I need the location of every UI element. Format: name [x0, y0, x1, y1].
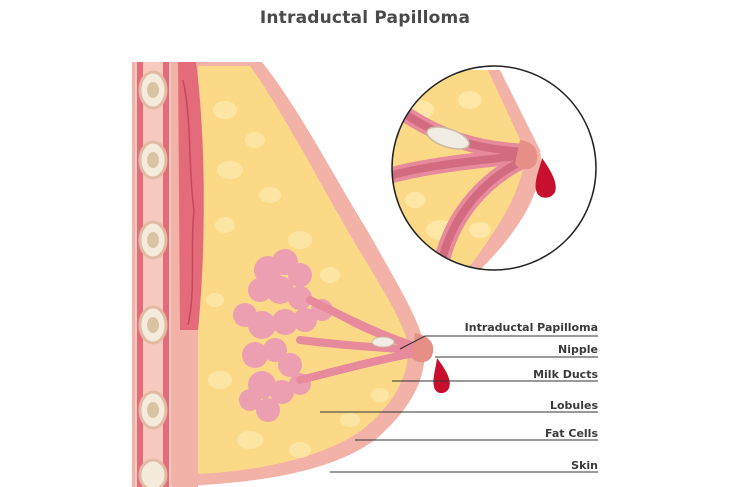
label-lobules: Lobules: [549, 399, 598, 412]
ribs: [138, 70, 168, 487]
milk-ducts: [296, 296, 424, 384]
zoom-inset: [392, 66, 596, 270]
lobules: [233, 249, 333, 422]
diagram-title: Intraductal Papilloma: [259, 8, 471, 28]
leader-lines: [320, 335, 598, 473]
fat-cells-pattern: [206, 101, 389, 458]
label-nipple: Nipple: [558, 343, 598, 356]
zoom-inset-border: [391, 65, 597, 271]
label-milk-ducts: Milk Ducts: [533, 368, 598, 381]
pectoral-muscle: [178, 62, 204, 330]
label-fat-cells: Fat Cells: [544, 427, 598, 440]
blood-discharge: [433, 358, 450, 394]
label-intraductal-papilloma: Intraductal Papilloma: [464, 321, 598, 334]
papilloma-lesion: [371, 336, 395, 348]
label-skin: Skin: [571, 459, 598, 472]
